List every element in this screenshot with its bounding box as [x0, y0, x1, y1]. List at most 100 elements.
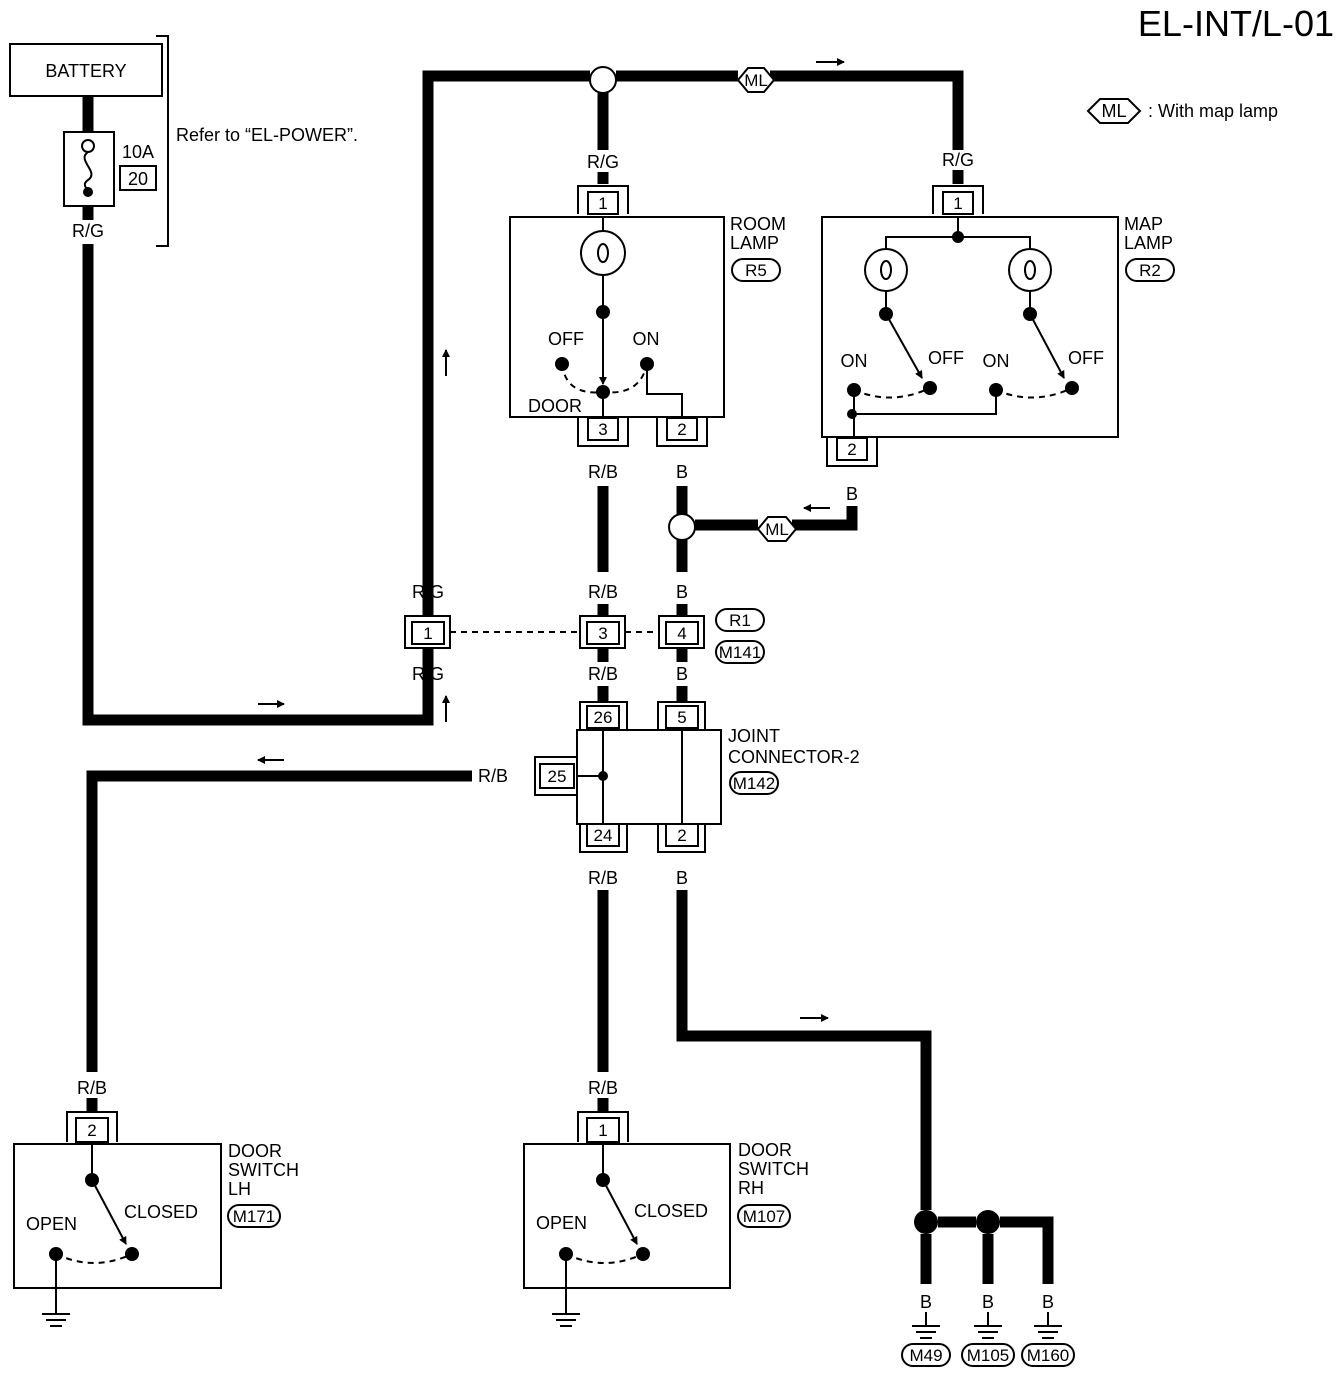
joint-pin-2: 2 — [657, 823, 706, 853]
joint-connector-name-1: JOINT — [728, 726, 780, 746]
wire-ml-to-map-lamp — [770, 70, 964, 150]
wire-color-joint-bl: R/B — [588, 868, 618, 888]
wire-color-harness-bottom-4: B — [676, 664, 688, 684]
splice-point-top — [589, 66, 617, 94]
ground-lh-icon — [42, 1313, 70, 1327]
wire-color-harness-bottom-1: R/G — [412, 664, 444, 684]
wire-joint-to-door-switch-lh — [86, 770, 472, 1072]
svg-text:25: 25 — [548, 767, 567, 786]
door-switch-rh-icon — [602, 1179, 638, 1245]
legend: ML : With map lamp — [1086, 98, 1278, 124]
svg-text:3: 3 — [598, 624, 607, 643]
ground-m160-icon — [1034, 1312, 1062, 1339]
svg-text:4: 4 — [677, 624, 686, 643]
legend-text: : With map lamp — [1148, 101, 1278, 121]
splice-point-b — [668, 513, 696, 541]
map-lamp-switch-right-icon — [1029, 313, 1065, 379]
ground-code-m160: M160 — [1027, 1346, 1070, 1365]
door-switch-rh-connector: M107 — [743, 1207, 786, 1226]
room-lamp-connector-badge — [731, 258, 781, 282]
ml-tag-top-text: ML — [744, 71, 768, 90]
svg-text:2: 2 — [847, 440, 856, 459]
room-lamp-box — [509, 216, 725, 418]
map-lamp-off-right: OFF — [1068, 348, 1104, 368]
svg-text:24: 24 — [594, 826, 613, 845]
room-lamp-connector: R5 — [745, 261, 767, 280]
svg-text:2: 2 — [677, 420, 686, 439]
wire-color-fuse: R/G — [72, 221, 104, 241]
joint-pin-26: 26 — [579, 701, 628, 730]
fuse-number-box — [119, 165, 157, 191]
svg-text:26: 26 — [594, 708, 613, 727]
room-lamp-pin-2: 2 — [656, 417, 708, 447]
svg-text:1: 1 — [598, 1121, 607, 1140]
ground-code-m105: M105 — [967, 1346, 1010, 1365]
door-switch-lh-name-2: SWITCH — [228, 1160, 299, 1180]
fuse-icon — [81, 139, 95, 197]
door-switch-lh-closed: CLOSED — [124, 1202, 198, 1222]
room-lamp-door-label: DOOR — [528, 396, 582, 416]
wire-color-lh: R/B — [77, 1078, 107, 1098]
svg-text:1: 1 — [598, 194, 607, 213]
door-switch-rh-box — [523, 1143, 731, 1289]
door-switch-rh-closed: CLOSED — [634, 1201, 708, 1221]
map-lamp-box — [821, 216, 1119, 438]
ml-tag-mid-text: ML — [765, 520, 789, 539]
wire-color-joint-br: B — [676, 868, 688, 888]
door-switch-rh-open: OPEN — [536, 1213, 587, 1233]
map-lamp-name-1: MAP — [1124, 214, 1163, 234]
battery-label: BATTERY — [45, 61, 126, 81]
power-bracket — [156, 35, 169, 247]
door-switch-lh-pin: 2 — [66, 1111, 118, 1143]
harness-connector-badge-m141 — [715, 640, 765, 664]
svg-text:2: 2 — [87, 1121, 96, 1140]
wire-color-map-top: R/G — [942, 150, 974, 170]
door-switch-lh-icon — [91, 1179, 127, 1245]
door-switch-lh-connector: M171 — [233, 1207, 276, 1226]
ground-m49-icon — [912, 1312, 940, 1339]
page-code: EL-INT/L-01 — [1138, 3, 1334, 44]
door-switch-lh-name-1: DOOR — [228, 1141, 282, 1161]
svg-text:1: 1 — [953, 194, 962, 213]
door-switch-rh-name-1: DOOR — [738, 1140, 792, 1160]
room-lamp-pin-1: 1 — [577, 185, 629, 215]
door-switch-rh-badge — [737, 1204, 791, 1228]
wire-color-joint-side: R/B — [478, 766, 508, 786]
wire-color-room-rb: R/B — [588, 462, 618, 482]
ground-rh-icon — [552, 1313, 580, 1327]
wire-color-harness-top-1: R/G — [412, 582, 444, 602]
wire-color-room-b: B — [676, 462, 688, 482]
wire-joint-to-ground — [676, 890, 932, 1210]
harness-connector-code-r1: R1 — [729, 611, 751, 630]
harness-pin-3: 3 — [579, 615, 626, 649]
ground-badge-m49 — [901, 1343, 951, 1367]
harness-connector-badge-r1 — [715, 608, 765, 632]
wire-fuse-to-harness — [82, 244, 434, 726]
fuse-rating: 10A — [122, 142, 154, 162]
power-reference: Refer to “EL-POWER”. — [176, 125, 358, 145]
door-switch-rh-name-2: SWITCH — [738, 1159, 809, 1179]
fuse-number: 20 — [128, 169, 148, 189]
svg-text:1: 1 — [423, 624, 432, 643]
joint-connector-code: M142 — [733, 774, 776, 793]
map-lamp-off-left: OFF — [928, 348, 964, 368]
joint-pin-25: 25 — [534, 756, 577, 796]
map-lamp-name-2: LAMP — [1124, 233, 1173, 253]
wire-color-harness-top-3: R/B — [588, 582, 618, 602]
map-lamp-connector-badge — [1125, 258, 1175, 282]
wire-color-room-top: R/G — [587, 152, 619, 172]
ground-badge-m105 — [961, 1343, 1015, 1367]
wire-color-rh: R/B — [588, 1078, 618, 1098]
map-lamp-pin-2: 2 — [826, 437, 878, 467]
room-lamp-name-2: LAMP — [730, 233, 779, 253]
joint-connector-badge — [729, 771, 779, 795]
map-lamp-switch-left-icon — [885, 313, 923, 379]
wire-color-harness-top-4: B — [676, 582, 688, 602]
map-lamp-on-left: ON — [841, 351, 868, 371]
wire-color-map-bottom: B — [846, 484, 858, 504]
door-switch-lh-badge — [227, 1204, 281, 1228]
wire-color-ground-1: B — [920, 1292, 932, 1312]
ground-code-m49: M49 — [909, 1346, 942, 1365]
svg-text:5: 5 — [677, 708, 686, 727]
